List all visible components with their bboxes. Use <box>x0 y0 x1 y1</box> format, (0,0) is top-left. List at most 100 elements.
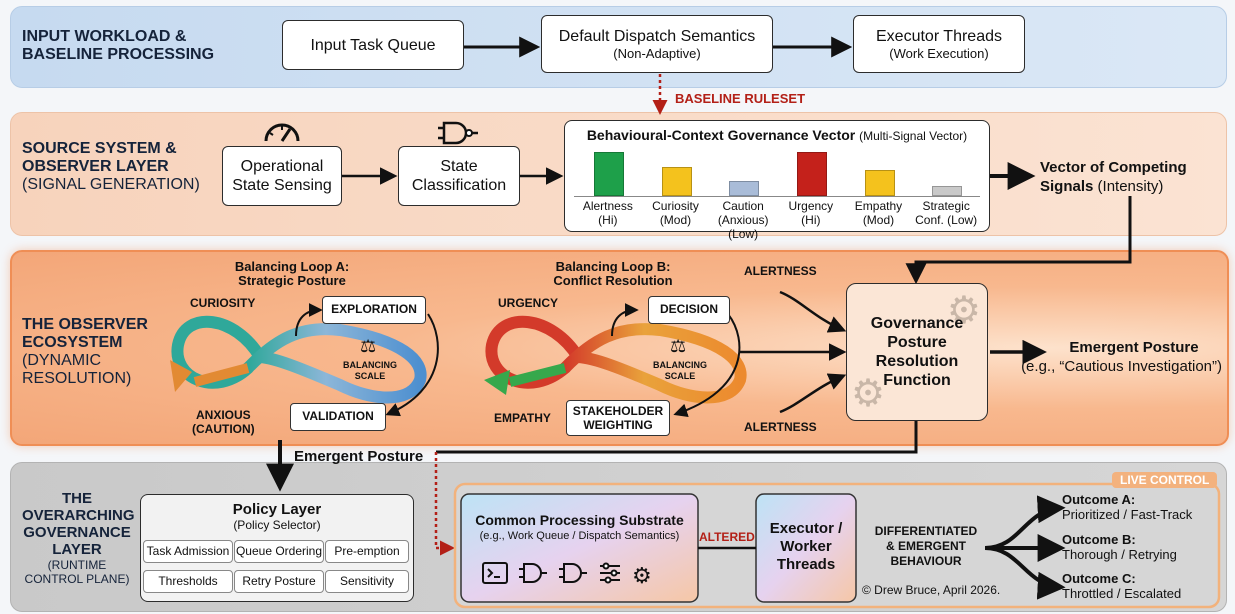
copyright-text: © Drew Bruce, April 2026. <box>862 583 1001 597</box>
live-control-badge: LIVE CONTROL <box>1112 472 1218 488</box>
diff-line3: BEHAVIOUR <box>890 554 962 568</box>
sliders-icon <box>598 562 622 589</box>
diff-line1: DIFFERENTIATED <box>874 524 978 538</box>
logic-gate-icon-1 <box>518 562 548 589</box>
balancing-a: BALANCING <box>343 360 397 370</box>
emergent-posture-title: Emergent Posture <box>1069 339 1199 356</box>
band4-title-line1: THE <box>62 490 92 507</box>
vector-bar-strategic <box>932 186 963 196</box>
gov-line1: Governance <box>870 315 964 332</box>
gear-icon-bottom: ⚙ <box>851 373 886 415</box>
exec-line3: Threads <box>776 556 836 573</box>
vector-bar-labels: Alertness(Hi)Curiosity(Mod)Caution(Anxio… <box>574 199 980 241</box>
urgency-label: URGENCY <box>498 296 559 310</box>
vector-subtitle: (Multi-Signal Vector) <box>859 129 968 143</box>
emergent-posture-output: Emergent Posture (e.g., “Cautious Invest… <box>1006 338 1222 376</box>
dispatch-sub-label: (Non-Adaptive) <box>613 46 701 61</box>
outcome-c-desc: Throttled / Escalated <box>1062 586 1182 601</box>
vector-bar-level: (Anxious) (Low) <box>717 213 769 241</box>
scale-a: SCALE <box>354 371 386 381</box>
balancing-scale-label-a: BALANCING SCALE <box>340 360 400 382</box>
balancing-scale-icon-b: ⚖ <box>670 336 687 356</box>
vector-output-intensity: (Intensity) <box>1097 178 1164 195</box>
classify-line1: State <box>440 158 478 175</box>
vector-bar-name: Urgency <box>788 199 834 213</box>
policy-item-pre-emption: Pre-emption <box>325 540 409 563</box>
policy-item-thresholds: Thresholds <box>143 570 233 593</box>
governance-resolution-function-box: ⚙ ⚙ Governance Posture Resolution Functi… <box>846 283 988 421</box>
anxious-line1: ANXIOUS <box>195 408 251 422</box>
empathy-label: EMPATHY <box>494 411 551 425</box>
vector-bar-name: Caution <box>722 199 764 213</box>
alertness-top-label: ALERTNESS <box>744 264 817 278</box>
vector-bar-level: (Mod) <box>659 213 692 227</box>
dispatch-main-label: Default Dispatch Semantics <box>558 28 756 45</box>
vector-output-label: Vector of Competing Signals (Intensity) <box>1040 158 1187 196</box>
vector-bar-label-caution: Caution(Anxious) (Low) <box>709 199 777 241</box>
vector-bar-area <box>574 148 980 197</box>
loop-b-title: Balancing Loop B: Conflict Resolution <box>548 260 678 288</box>
substrate-text: Common Processing Substrate (e.g., Work … <box>461 512 698 543</box>
outcome-b-title: Outcome B: <box>1062 532 1136 547</box>
stakeholder-weighting-box: STAKEHOLDER WEIGHTING <box>566 400 670 436</box>
differentiated-behaviour-label: DIFFERENTIATED & EMERGENT BEHAVIOUR <box>866 524 986 569</box>
vector-bar-name: Curiosity <box>652 199 699 213</box>
substrate-icons: ⚙ <box>482 562 652 589</box>
executor-worker-threads: Executor / Worker Threads <box>756 520 856 574</box>
outcome-b-desc: Thorough / Retrying <box>1062 547 1177 562</box>
band4-title: THE OVERARCHING GOVERNANCE LAYER (RUNTIM… <box>22 490 135 586</box>
input-task-queue-box: Input Task Queue <box>282 20 464 70</box>
vector-bar-curiosity <box>661 167 692 196</box>
curiosity-label: CURIOSITY <box>190 296 256 310</box>
stakeholder-line2: WEIGHTING <box>583 418 653 432</box>
sensing-line2: State Sensing <box>232 177 332 194</box>
vector-bar-name: Strategic <box>922 199 970 213</box>
operational-state-sensing-box: Operational State Sensing <box>222 146 342 206</box>
band2-title-line2: OBSERVER LAYER <box>22 158 169 175</box>
vector-bar-level: (Hi) <box>801 213 821 227</box>
vector-bar-label-empathy: Empathy(Mod) <box>845 199 913 227</box>
gov-line3: Resolution <box>875 353 959 370</box>
emergent-posture-example: (e.g., “Cautious Investigation”) <box>1021 358 1222 375</box>
exploration-box: EXPLORATION <box>322 296 426 324</box>
band3-title-line4: RESOLUTION) <box>22 370 132 387</box>
vector-bar-name: Empathy <box>854 199 903 213</box>
executor-sub-label: (Work Execution) <box>889 46 989 61</box>
band3-title: THE OBSERVER ECOSYSTEM (DYNAMIC RESOLUTI… <box>22 316 148 388</box>
vector-bar-label-curiosity: Curiosity(Mod) <box>642 199 710 227</box>
vector-bar-name: Alertness <box>582 199 633 213</box>
vector-bar-label-urgency: Urgency(Hi) <box>777 199 845 227</box>
outcome-c-title: Outcome C: <box>1062 571 1136 586</box>
exec-line2: Worker <box>780 538 832 555</box>
classify-line2: Classification <box>411 177 507 194</box>
loop-a-line1: Balancing Loop A: <box>234 259 350 274</box>
anxious-caution-label: ANXIOUS (CAUTION) <box>192 408 255 436</box>
vector-bar-alertness <box>593 152 624 196</box>
outcome-a-title: Outcome A: <box>1062 492 1136 507</box>
balancing-scale-icon-a: ⚖ <box>360 336 377 356</box>
band4-title-line4: LAYER <box>52 541 102 558</box>
state-classification-box: State Classification <box>398 146 520 206</box>
outcome-a-desc: Prioritized / Fast-Track <box>1062 507 1193 522</box>
governance-vector-box: Behavioural-Context Governance Vector (M… <box>564 120 990 232</box>
balancing-scale-label-b: BALANCING SCALE <box>650 360 710 382</box>
policy-item-task-admission: Task Admission <box>143 540 233 563</box>
vector-output-line1: Vector of Competing <box>1040 159 1187 176</box>
terminal-icon <box>482 562 508 589</box>
executor-threads-box: Executor Threads (Work Execution) <box>853 15 1025 73</box>
policy-item-sensitivity: Sensitivity <box>325 570 409 593</box>
baseline-ruleset-label: BASELINE RULESET <box>675 91 806 106</box>
exec-line1: Executor / <box>769 520 843 537</box>
policy-layer-title: Policy Layer <box>232 501 322 518</box>
vector-bar-empathy <box>864 170 895 196</box>
band2-title-line3: (SIGNAL GENERATION) <box>22 176 200 193</box>
gov-line2: Posture <box>887 334 947 351</box>
vector-title-row: Behavioural-Context Governance Vector (M… <box>587 127 967 144</box>
substrate-title: Common Processing Substrate <box>475 512 684 528</box>
scale-b: SCALE <box>664 371 696 381</box>
loop-b-line2: Conflict Resolution <box>553 273 673 288</box>
band1-title-line2: BASELINE PROCESSING <box>22 46 215 63</box>
outcome-c: Outcome C: Throttled / Escalated <box>1062 571 1181 601</box>
